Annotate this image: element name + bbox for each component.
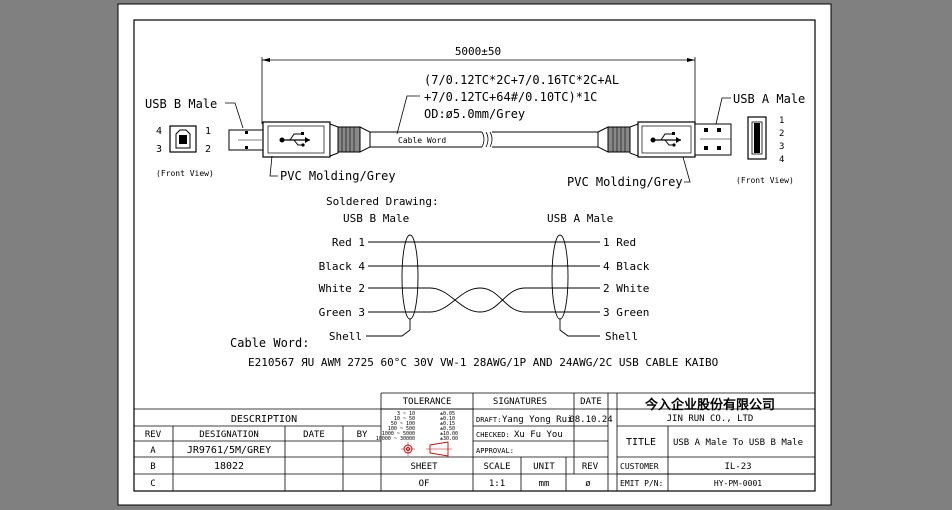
wire-left-shell: Shell <box>329 330 362 343</box>
customer-value: IL-23 <box>724 462 751 472</box>
usb-a-pin-3: 3 <box>779 142 784 152</box>
usb-b-pin-4: 4 <box>156 126 162 137</box>
length-dimension: 5000±50 <box>455 45 501 58</box>
spec-line-1: (7/0.12TC*2C+7/0.16TC*2C+AL <box>424 73 619 87</box>
scale-value: 1:1 <box>489 479 505 489</box>
soldered-drawing: Soldered Drawing: USB B Male USB A Male … <box>230 195 718 369</box>
scale-label: SCALE <box>483 462 510 472</box>
title-value: USB A Male To USB B Male <box>673 438 803 448</box>
col-date: DATE <box>303 430 325 440</box>
svg-text:100 ~ 500: 100 ~ 500 <box>388 426 415 432</box>
cable-word-inline: Cable Word <box>398 136 446 145</box>
pvc-molding-b: PVC Molding/Grey <box>280 169 396 183</box>
svg-text:3 ~ 10: 3 ~ 10 <box>397 411 415 417</box>
svg-text:10000 ~ 30000: 10000 ~ 30000 <box>376 436 415 442</box>
projection-symbol-icon <box>401 441 452 457</box>
title-block <box>134 392 815 491</box>
wire-right-red: 1 Red <box>603 236 636 249</box>
company-name-cn: 今入企业股份有限公司 <box>644 397 775 413</box>
draft-label: DRAFT: <box>476 416 501 424</box>
drawing-border <box>133 19 816 492</box>
title-block-text: DESCRIPTION REV DESIGNATION DATE BY A JR… <box>145 397 803 489</box>
usb-a-connector <box>597 121 732 158</box>
usb-b-label: USB B Male <box>145 97 217 111</box>
cable-drawing: 5000±50 (7/0.12TC*2C+7/0.16TC*2C+AL +7/0… <box>145 45 805 189</box>
usb-a-pin-4: 4 <box>779 155 784 165</box>
soldered-left-header: USB B Male <box>343 212 409 225</box>
svg-text:±10.00: ±10.00 <box>440 431 458 437</box>
wire-left-white: White 2 <box>319 282 365 295</box>
svg-text:±30.00: ±30.00 <box>440 436 458 442</box>
usb-a-pin-1: 1 <box>779 116 784 126</box>
usb-symbol-icon <box>279 132 310 147</box>
wire-left-black: Black 4 <box>319 260 366 273</box>
wire-left-red: Red 1 <box>332 236 365 249</box>
checked-name: Xu Fu You <box>514 430 563 440</box>
cable-word-text: E210567 ЯU AWM 2725 60°C 30V VW-1 28AWG/… <box>248 356 718 369</box>
draft-name: Yang Yong Rui <box>502 415 572 425</box>
wire-left-green: Green 3 <box>319 306 365 319</box>
usb-b-front-view-icon <box>169 125 197 153</box>
soldered-right-header: USB A Male <box>547 212 613 225</box>
row-b-rev: B <box>150 462 155 472</box>
unit-value: mm <box>539 479 550 489</box>
svg-text:±0.15: ±0.15 <box>440 421 455 427</box>
usb-b-pin-2: 2 <box>205 144 211 155</box>
usb-a-label: USB A Male <box>733 92 805 106</box>
usb-b-pin-3: 3 <box>156 144 162 155</box>
cable-word-label: Cable Word: <box>230 336 309 350</box>
svg-text:50 ~ 100: 50 ~ 100 <box>391 421 415 427</box>
col-by: BY <box>357 430 368 440</box>
customer-label: CUSTOMER <box>620 462 659 471</box>
sheet-label: SHEET <box>410 462 438 472</box>
usb-a-front-view: (Front View) <box>736 176 794 185</box>
rev-label: REV <box>582 462 599 472</box>
svg-text:±0.50: ±0.50 <box>440 426 455 432</box>
svg-text:±0.05: ±0.05 <box>440 411 455 417</box>
row-c-rev: C <box>150 479 155 489</box>
usb-a-pin-2: 2 <box>779 129 784 139</box>
col-designation: DESIGNATION <box>199 430 259 440</box>
paper <box>117 3 832 506</box>
rev-value: ø <box>585 479 591 489</box>
wire-right-black: 4 Black <box>603 260 650 273</box>
title-label: TITLE <box>626 437 656 448</box>
row-a-rev: A <box>150 446 156 456</box>
row-a-designation: JR9761/5M/GREY <box>187 445 271 456</box>
usb-symbol-icon <box>650 132 681 147</box>
spec-line-2: +7/0.12TC+64#/0.10TC)*1C <box>424 90 597 104</box>
col-rev: REV <box>145 430 162 440</box>
date-header: DATE <box>580 397 602 407</box>
row-b-designation: 18022 <box>214 461 244 472</box>
approval-label: APPROVAL: <box>476 447 514 455</box>
wire-right-white: 2 White <box>603 282 649 295</box>
pvc-molding-a: PVC Molding/Grey <box>567 175 683 189</box>
sheet-value: OF <box>419 479 430 489</box>
wire-right-green: 3 Green <box>603 306 649 319</box>
soldered-title: Soldered Drawing: <box>326 195 439 208</box>
draft-date: 08.10.24 <box>569 415 612 425</box>
tolerance-header: TOLERANCE <box>403 397 452 407</box>
usb-a-front-view-icon <box>747 116 767 160</box>
checked-label: CHECKED: <box>476 431 510 439</box>
svg-text:1000 ~ 5000: 1000 ~ 5000 <box>382 431 415 437</box>
emit-value: HY-PM-0001 <box>714 479 762 488</box>
usb-b-front-view: (Front View) <box>156 169 214 178</box>
svg-text:10 ~ 50: 10 ~ 50 <box>394 416 415 422</box>
description-header: DESCRIPTION <box>231 414 297 425</box>
spec-line-3: OD:ø5.0mm/Grey <box>424 107 525 121</box>
unit-label: UNIT <box>533 462 555 472</box>
signatures-header: SIGNATURES <box>493 397 547 407</box>
company-name-en: JIN RUN CO., LTD <box>667 414 754 424</box>
wire-right-shell: Shell <box>605 330 638 343</box>
usb-b-pin-1: 1 <box>205 126 211 137</box>
svg-text:±0.10: ±0.10 <box>440 416 455 422</box>
emit-label: EMIT P/N: <box>620 479 663 488</box>
tolerance-table: 3 ~ 10 ±0.05 10 ~ 50 ±0.10 50 ~ 100 ±0.1… <box>376 411 458 442</box>
